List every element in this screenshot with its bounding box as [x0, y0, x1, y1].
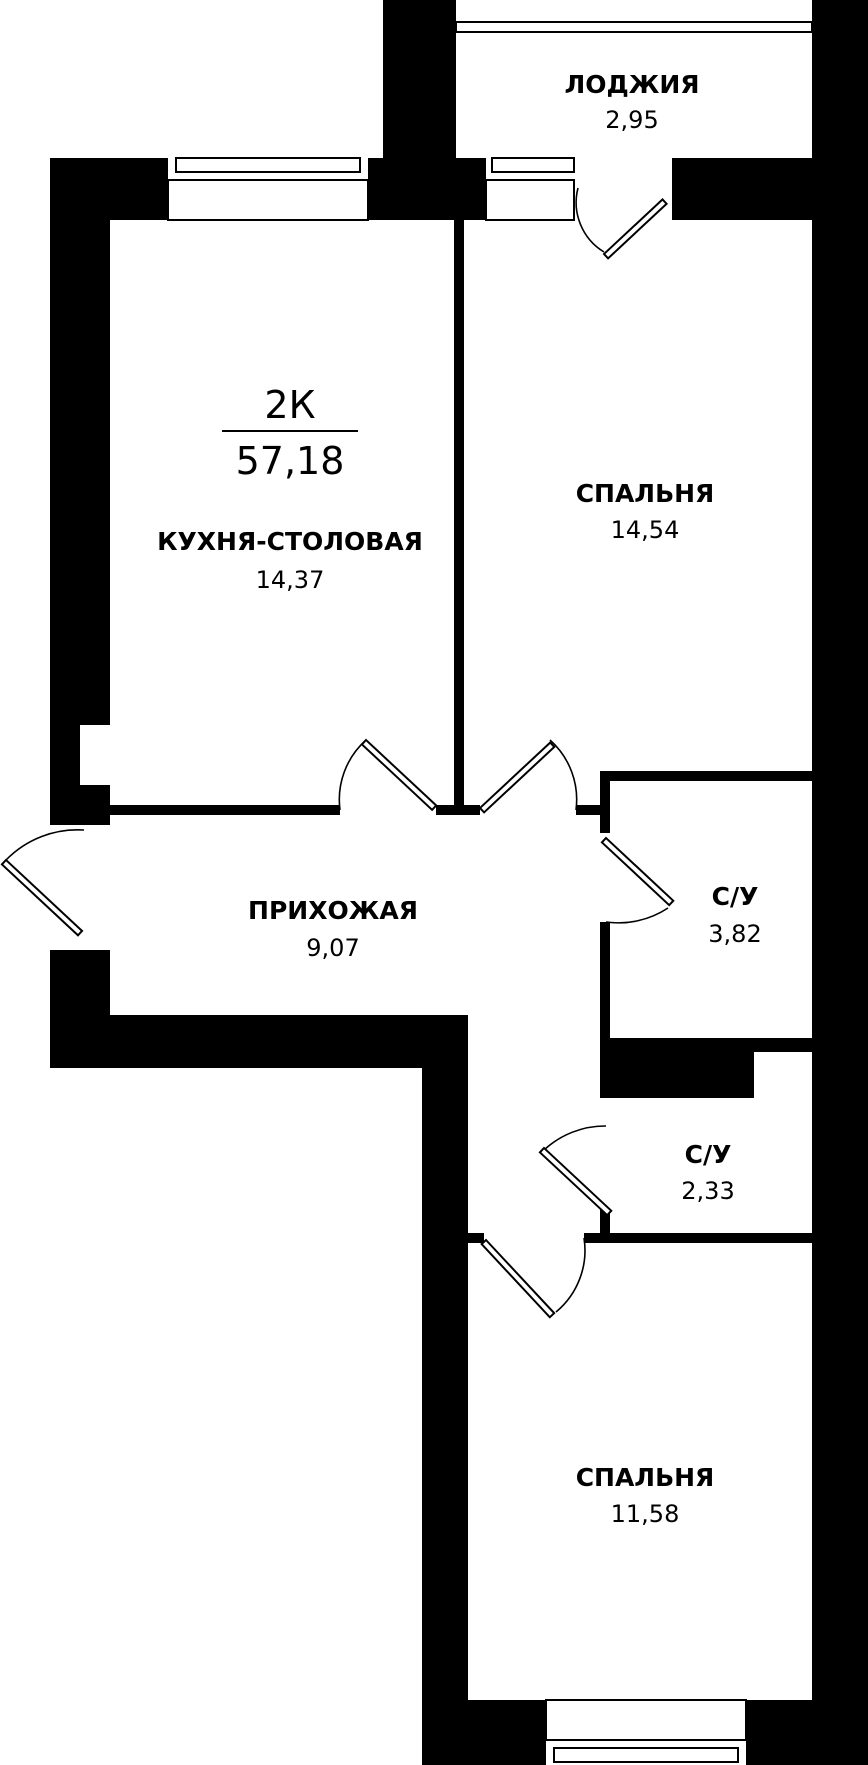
window-kitchen-outer: [175, 157, 361, 173]
door-arc-bedroom1: [549, 739, 578, 811]
room-name-bedroom2: СПАЛЬНЯ: [576, 1463, 715, 1492]
door-leaf-bedroom2: [480, 1238, 556, 1319]
wall-notch-gap: [80, 725, 110, 785]
partition-kitchen-bottom: [110, 805, 340, 815]
room-area-bath1: 3,82: [708, 920, 761, 948]
partition-hall-top-mid: [436, 805, 480, 815]
room-area-hallway: 9,07: [306, 934, 359, 962]
door-arc-kitchen: [338, 739, 367, 811]
room-area-bedroom1: 14,54: [611, 516, 680, 544]
window-bedroom2-outer: [553, 1747, 739, 1763]
room-name-bath2: С/У: [685, 1140, 732, 1169]
room-name-bedroom1: СПАЛЬНЯ: [576, 479, 715, 508]
room-area-bedroom2: 11,58: [611, 1500, 680, 1528]
door-arc-entrance: [5, 829, 85, 861]
room-area-loggia: 2,95: [605, 106, 658, 134]
windows: [167, 21, 813, 1765]
room-area-kitchen: 14,37: [256, 566, 325, 594]
partition-bedroom2-top: [584, 1233, 812, 1243]
door-leaf-loggia: [602, 198, 669, 260]
door-leaf-bath2: [538, 1146, 613, 1217]
partition-bath2-block: [600, 1038, 754, 1098]
labels: 2К 57,18 ЛОДЖИЯ 2,95 СПАЛЬНЯ 14,54 КУХНЯ…: [157, 70, 762, 1528]
window-bedroom1-inner: [485, 179, 575, 221]
window-kitchen-inner: [167, 179, 369, 221]
wall-kitchen-top-left: [50, 158, 168, 220]
wall-hallway-bottom: [50, 1015, 468, 1068]
apartment-type: 2К: [264, 383, 315, 427]
partition-bath1-left-upper: [600, 771, 610, 833]
room-area-bath2: 2,33: [681, 1177, 734, 1205]
wall-bedroom1-top-right: [672, 158, 868, 220]
wall-bedroom2-left: [422, 1015, 468, 1765]
wall-bedroom1-top-left: [456, 158, 486, 220]
door-leaf-entrance: [0, 858, 84, 937]
wall-kitchen-left: [50, 158, 110, 725]
partitions: [110, 220, 812, 1243]
door-arc-bath2: [543, 1125, 607, 1151]
wall-right-upper: [812, 0, 868, 1765]
door-arc-bath1: [605, 907, 669, 924]
partition-bedroom2-top-left: [468, 1233, 484, 1243]
door-leaf-bath1: [600, 836, 675, 907]
room-name-kitchen: КУХНЯ-СТОЛОВАЯ: [157, 527, 423, 556]
doors: [0, 187, 675, 1319]
wall-loggia-left: [383, 0, 456, 220]
window-loggia-top: [455, 21, 813, 33]
window-bedroom1-outer: [491, 157, 575, 173]
apartment-divider: [222, 430, 358, 432]
partition-bath1-top: [600, 771, 812, 781]
partition-bath1-left-lower: [600, 922, 610, 1052]
room-name-loggia: ЛОДЖИЯ: [564, 70, 699, 99]
door-leaf-kitchen: [360, 738, 438, 812]
room-name-bath1: С/У: [712, 882, 759, 911]
door-leaf-bedroom1: [478, 741, 556, 814]
room-name-hallway: ПРИХОЖАЯ: [248, 896, 418, 925]
partition-kitchen-bedroom1: [454, 220, 464, 812]
partition-bath2-left-lower: [600, 1210, 610, 1240]
apartment-total-area: 57,18: [236, 439, 345, 483]
window-bedroom2-inner: [545, 1699, 747, 1741]
door-arc-bedroom2: [555, 1237, 586, 1313]
partition-hall-top-right: [576, 805, 604, 815]
door-arc-loggia: [575, 187, 605, 253]
